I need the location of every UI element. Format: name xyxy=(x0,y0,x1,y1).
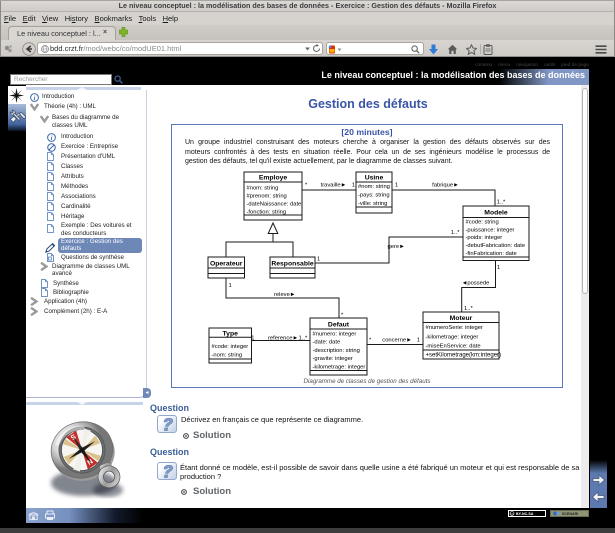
svg-text:-description: string: -description: string xyxy=(313,348,360,354)
svg-text:-nom: string: -nom: string xyxy=(212,353,243,359)
svg-text:cc: cc xyxy=(511,511,514,515)
svg-text:-ville: string: -ville: string xyxy=(358,201,387,207)
svg-text:1..*: 1..* xyxy=(451,230,460,236)
svg-text:-kilometrage: integer: -kilometrage: integer xyxy=(313,365,366,371)
svg-text:Defaut: Defaut xyxy=(328,322,350,329)
svg-text:#numero: integer: #numero: integer xyxy=(313,331,357,337)
svg-text:-puissance: integer: -puissance: integer xyxy=(466,227,515,233)
svg-text:#nom: string: #nom: string xyxy=(247,186,279,192)
svg-text:*: * xyxy=(341,313,344,319)
svg-text:-finFabrication: date: -finFabrication: date xyxy=(466,251,517,257)
svg-text:#code: integer: #code: integer xyxy=(212,344,249,350)
svg-text:-miseEnService: date: -miseEnService: date xyxy=(426,343,481,349)
svg-text:releve►: releve► xyxy=(274,292,296,298)
svg-text:BY-NC-SA: BY-NC-SA xyxy=(516,512,534,516)
svg-text:gere►: gere► xyxy=(388,244,405,250)
svg-text:reference►: reference► xyxy=(268,336,298,342)
svg-text:#nom: string: #nom: string xyxy=(358,184,390,190)
svg-text:+setKilometrage(km:integer): +setKilometrage(km:integer) xyxy=(426,353,502,359)
svg-text:-kilometrage: integer: -kilometrage: integer xyxy=(426,334,479,340)
svg-text:#numeroSerie: integer: #numeroSerie: integer xyxy=(426,325,483,331)
svg-text:1: 1 xyxy=(497,265,500,271)
svg-text:SCENARI: SCENARI xyxy=(562,512,578,516)
svg-text:1: 1 xyxy=(395,183,398,189)
svg-text:1: 1 xyxy=(417,338,420,344)
svg-text:Moteur: Moteur xyxy=(450,315,473,322)
svg-text:Employe: Employe xyxy=(259,175,288,182)
svg-text:-gravite: integer: -gravite: integer xyxy=(313,356,353,362)
svg-text:S: S xyxy=(69,432,77,441)
svg-text:-fonction: string: -fonction: string xyxy=(247,210,287,216)
svg-text:1: 1 xyxy=(251,336,254,342)
svg-text:-dateNaissance: date: -dateNaissance: date xyxy=(247,202,302,208)
svg-text:1: 1 xyxy=(352,183,355,189)
svg-text:1: 1 xyxy=(317,257,320,263)
svg-text:#prenom: string: #prenom: string xyxy=(247,194,287,200)
svg-text:1..*: 1..* xyxy=(464,306,473,312)
svg-text:Type: Type xyxy=(223,331,239,338)
svg-text:Responsable: Responsable xyxy=(271,261,314,268)
svg-text:1..*: 1..* xyxy=(299,336,308,342)
svg-text:◄possede: ◄possede xyxy=(462,281,490,287)
svg-text:*: * xyxy=(369,338,372,344)
svg-text:-pays: string: -pays: string xyxy=(358,193,390,199)
svg-text:-date: date: -date: date xyxy=(313,340,341,346)
svg-text:Operateur: Operateur xyxy=(210,261,243,268)
svg-text:1..*: 1..* xyxy=(497,200,506,206)
svg-text:concerne►: concerne► xyxy=(382,338,412,344)
svg-text:travaille►: travaille► xyxy=(321,183,347,189)
svg-text:Modele: Modele xyxy=(484,210,508,217)
svg-text:*: * xyxy=(305,183,308,189)
svg-text:Usine: Usine xyxy=(365,175,384,182)
svg-text:-poids: integer: -poids: integer xyxy=(466,235,503,241)
svg-text:1: 1 xyxy=(229,283,232,289)
svg-text:-debutFabrication: date: -debutFabrication: date xyxy=(466,243,526,249)
svg-text:#code: string: #code: string xyxy=(466,219,499,225)
svg-text:i: i xyxy=(34,95,36,102)
svg-text:fabrique►: fabrique► xyxy=(432,183,459,189)
svg-text:i: i xyxy=(50,135,52,142)
